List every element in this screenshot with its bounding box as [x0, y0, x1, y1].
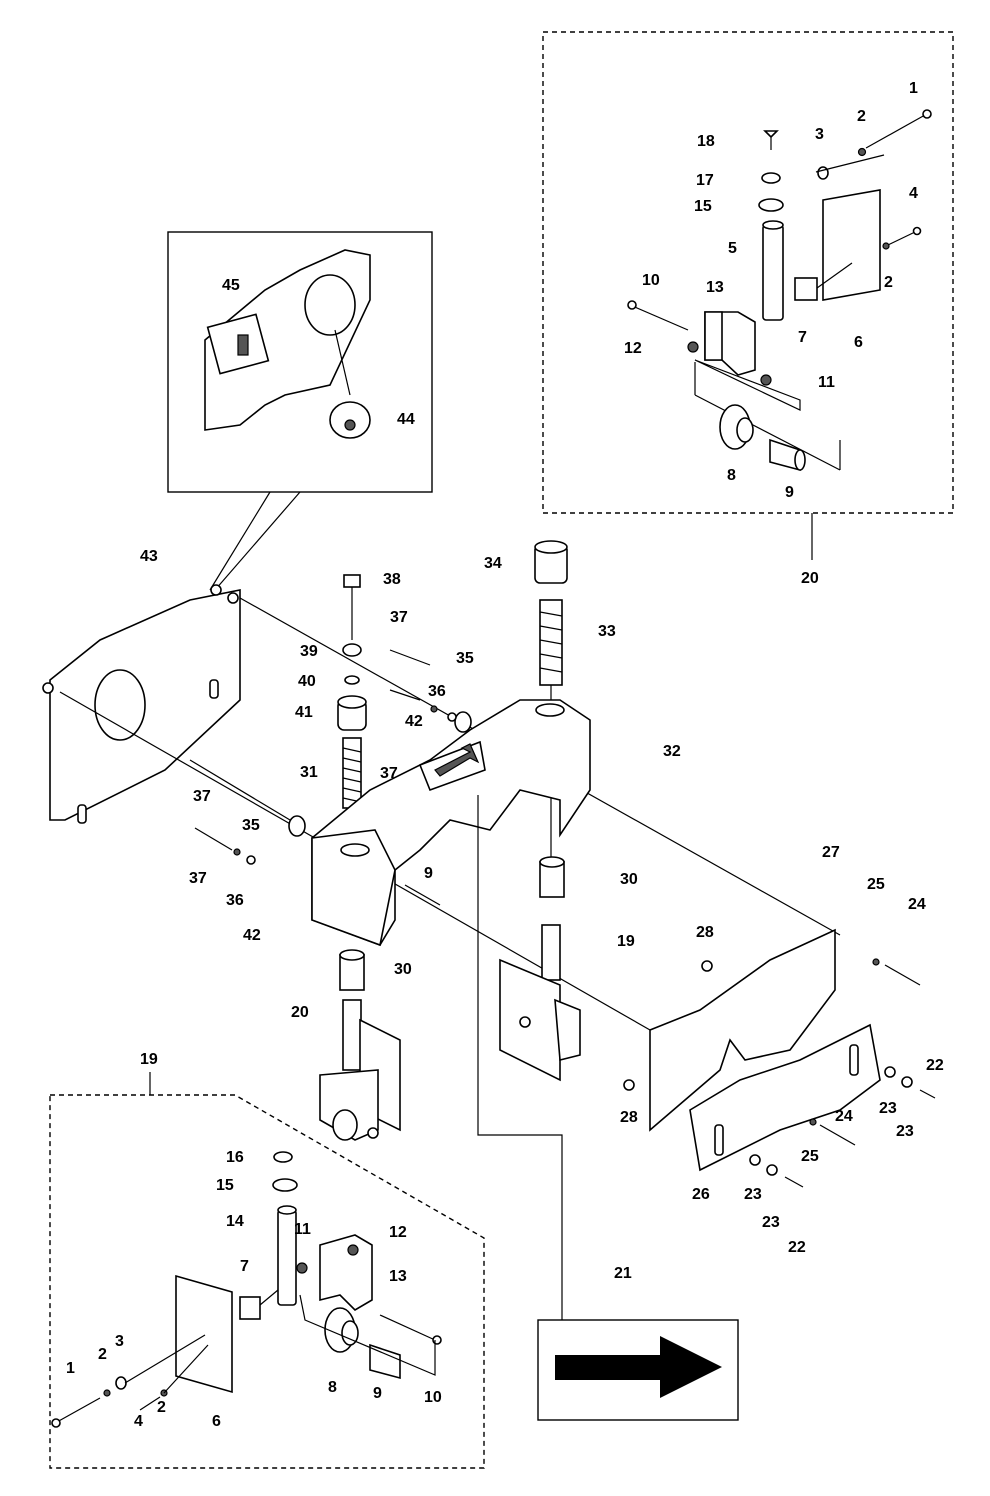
callout: 37	[390, 609, 408, 626]
callout: 2	[857, 108, 866, 125]
inset-19	[49, 1072, 485, 1469]
callout: 2	[884, 274, 893, 291]
callout: 10	[424, 1389, 442, 1406]
callout: 23	[896, 1123, 914, 1140]
callout: 31	[300, 764, 318, 781]
callout: 37	[193, 788, 211, 805]
callout: 3	[815, 126, 824, 143]
callout: 19	[617, 933, 635, 950]
callout: 13	[706, 279, 724, 296]
callout: 9	[373, 1385, 382, 1402]
callout: 28	[696, 924, 714, 941]
callout: 42	[405, 713, 423, 730]
callout: 16	[226, 1149, 244, 1166]
callout: 7	[798, 329, 807, 346]
callout: 30	[620, 871, 638, 888]
callout: 22	[926, 1057, 944, 1074]
callout: 35	[456, 650, 474, 667]
callout: 26	[692, 1186, 710, 1203]
callout: 3	[115, 1333, 124, 1350]
callout: 6	[212, 1413, 221, 1430]
callout: 20	[291, 1004, 309, 1021]
callout: 36	[428, 683, 446, 700]
callout: 11	[818, 374, 835, 391]
callout: 11	[294, 1221, 311, 1238]
callout: 43	[140, 548, 158, 565]
callout: 38	[383, 571, 401, 588]
callout: 5	[728, 240, 737, 257]
callout: 19	[140, 1051, 158, 1068]
callout: 20	[801, 570, 819, 587]
callout: 25	[867, 876, 885, 893]
callout: 42	[243, 927, 261, 944]
callout: 34	[484, 555, 502, 572]
callout: 9	[785, 484, 794, 501]
callout: 10	[642, 272, 660, 289]
inset-20	[542, 31, 954, 560]
callout: 40	[298, 673, 316, 690]
callout: 7	[240, 1258, 249, 1275]
callout: 24	[835, 1108, 853, 1125]
callout: 15	[694, 198, 712, 215]
callout: 36	[226, 892, 244, 909]
callout: 2	[157, 1399, 166, 1416]
callout: 27	[822, 844, 840, 861]
callout: 18	[697, 133, 715, 150]
callout: 33	[598, 623, 616, 640]
callout: 23	[762, 1214, 780, 1231]
callout: 1	[66, 1360, 75, 1377]
callout: 24	[908, 896, 926, 913]
callout: 22	[788, 1239, 806, 1256]
callout: 45	[222, 277, 240, 294]
callout: 4	[909, 185, 918, 202]
callout: 32	[663, 743, 681, 760]
callout: 35	[242, 817, 260, 834]
callout: 4	[134, 1413, 143, 1430]
callout: 23	[744, 1186, 762, 1203]
callout: 12	[624, 340, 642, 357]
callout: 1	[909, 80, 918, 97]
callout: 41	[295, 704, 313, 721]
callout: 37	[189, 870, 207, 887]
callout: 9	[424, 865, 433, 882]
callout: 25	[801, 1148, 819, 1165]
callout: 37	[380, 765, 398, 782]
callout: 17	[696, 172, 714, 189]
callout: 30	[394, 961, 412, 978]
callout: 44	[397, 411, 415, 428]
main-assembly	[42, 540, 936, 1320]
callout: 15	[216, 1177, 234, 1194]
callout: 13	[389, 1268, 407, 1285]
callout: 6	[854, 334, 863, 351]
direction-arrow-box	[537, 1319, 739, 1421]
callout: 12	[389, 1224, 407, 1241]
callout: 28	[620, 1109, 638, 1126]
callout: 2	[98, 1346, 107, 1363]
callout-labels: 1 2 3 4 2 5 6 7 8 9 10 11 12 13 15 17 18…	[66, 80, 944, 1430]
callout: 8	[727, 467, 736, 484]
inset-label-cap	[167, 231, 433, 591]
callout: 8	[328, 1379, 337, 1396]
callout: 39	[300, 643, 318, 660]
callout: 21	[614, 1265, 632, 1282]
callout: 14	[226, 1213, 244, 1230]
callout: 23	[879, 1100, 897, 1117]
